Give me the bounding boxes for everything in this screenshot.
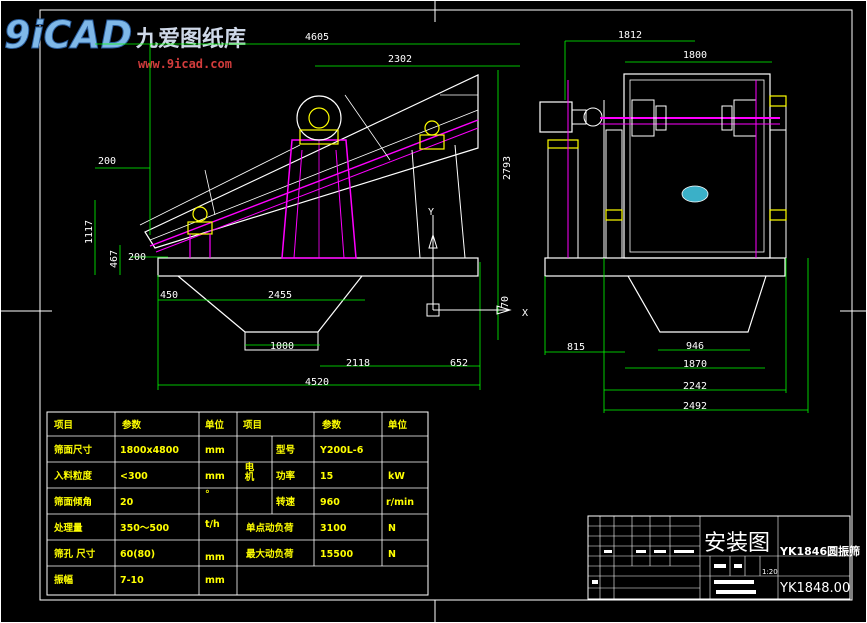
dim-1800: 1800 — [683, 50, 707, 61]
load-row-label: 单点动负荷 — [246, 522, 294, 534]
spec-row-value: <300 — [120, 471, 148, 482]
front-view — [539, 73, 787, 333]
side-motor-pedestal — [281, 139, 357, 259]
side-spring-supports — [187, 120, 445, 235]
motor-row-value: 960 — [320, 497, 340, 508]
motor-row-label: 转速 — [276, 496, 296, 508]
dim-200-left: 200 — [98, 156, 116, 167]
front-springs — [547, 95, 787, 221]
front-base-frame — [544, 257, 786, 277]
motor-row-unit: kW — [388, 471, 405, 482]
side-screen-deck — [149, 109, 479, 241]
side-base-frame — [157, 257, 479, 277]
side-deck-magenta — [149, 119, 479, 247]
side-view — [139, 74, 479, 351]
dim-467: 467 — [109, 250, 120, 268]
spec-row-unit: ° — [205, 489, 210, 500]
dim-1117: 1117 — [84, 220, 95, 244]
scale: 1:20 — [762, 568, 778, 576]
front-hopper — [627, 275, 767, 333]
dim-4605: 4605 — [305, 32, 329, 43]
spec-row-value: 350～500 — [120, 523, 170, 534]
title-block-fills — [592, 550, 756, 594]
spec-row-label: 筛面尺寸 — [54, 444, 93, 456]
load-row-label: 最大动负荷 — [246, 548, 294, 560]
spec-row-unit: mm — [205, 445, 225, 456]
logo: 9iCAD 九爱图纸库 www.9icad.com — [4, 13, 247, 72]
spec-row-unit: mm — [205, 552, 225, 563]
motor-row-value: 15 — [320, 471, 333, 482]
drawing-number: YK1848.00 — [779, 581, 850, 596]
spec-row-label: 筛孔 尺寸 — [54, 548, 96, 560]
load-row-unit: N — [388, 549, 396, 560]
dim-1812: 1812 — [618, 30, 642, 41]
title-block: 安装图 YK1846圆振筛 1:20 YK1848.00 — [587, 515, 860, 600]
spec-row-value: 7-10 — [120, 575, 144, 586]
spec-header-param: 参数 — [121, 419, 142, 431]
front-motor — [539, 101, 573, 133]
spec-header-item: 项目 — [54, 420, 73, 431]
dim-2302: 2302 — [388, 54, 412, 65]
axis-y-label: Y — [428, 207, 434, 218]
spec-header-item2: 项目 — [243, 420, 262, 431]
front-dim-lines — [544, 40, 809, 413]
spec-row-label: 入料粒度 — [53, 470, 93, 482]
logo-mark: 9iCAD — [4, 13, 132, 57]
load-row-unit: N — [388, 523, 396, 534]
dim-70: 70 — [500, 296, 511, 308]
dim-652: 652 — [450, 358, 468, 369]
spec-header-unit2: 单位 — [388, 419, 408, 431]
front-screen-box — [623, 73, 771, 259]
dim-2455: 2455 — [268, 290, 292, 301]
motor-row-label: 功率 — [276, 470, 296, 482]
logo-url: www.9icad.com — [138, 57, 232, 71]
load-row-value: 15500 — [320, 549, 353, 560]
dim-4520: 4520 — [305, 377, 329, 388]
dim-815: 815 — [567, 342, 585, 353]
dim-2492: 2492 — [683, 401, 707, 412]
dim-1870: 1870 — [683, 359, 707, 370]
motor-label: 电机 — [243, 461, 255, 482]
dim-2242: 2242 — [683, 381, 707, 392]
axis-x-label: X — [522, 308, 528, 319]
dim-450: 450 — [160, 290, 178, 301]
front-center-mark — [681, 185, 709, 203]
side-hopper-outlet — [244, 331, 319, 351]
spec-row-value: 60(80) — [120, 549, 155, 560]
product-name: YK1846圆振筛 — [779, 544, 860, 558]
side-exciter-wheel — [296, 95, 342, 141]
spec-row-label: 处理量 — [53, 522, 83, 534]
side-hopper — [177, 275, 363, 333]
motor-row-value: Y200L-6 — [319, 445, 364, 456]
spec-row-value: 20 — [120, 497, 134, 508]
spec-row-unit: t/h — [205, 519, 220, 530]
ucs-axes: Y X — [426, 207, 528, 319]
spec-row-label: 筛面倾角 — [54, 496, 92, 508]
spec-row-unit: mm — [205, 575, 225, 586]
dim-1000: 1000 — [270, 341, 294, 352]
spec-row-label: 振幅 — [54, 574, 74, 586]
spec-row-unit: mm — [205, 471, 225, 482]
inner-frame — [39, 9, 853, 601]
spec-row-value: 1800x4800 — [120, 445, 179, 456]
load-row-value: 3100 — [320, 523, 347, 534]
dim-946: 946 — [686, 341, 704, 352]
drawing-title: 安装图 — [704, 531, 770, 556]
motor-row-label: 型号 — [276, 444, 296, 456]
dim-2793: 2793 — [502, 156, 513, 180]
logo-name: 九爱图纸库 — [135, 26, 246, 52]
side-dim-lines — [94, 43, 520, 390]
dim-2118: 2118 — [346, 358, 370, 369]
motor-row-unit: r/min — [386, 497, 414, 508]
spec-table: 项目 参数 单位 项目 参数 单位 筛面尺寸 1800x4800 mm 入料粒度… — [46, 411, 429, 596]
dim-200-base: 200 — [128, 252, 146, 263]
spec-header-unit: 单位 — [205, 419, 225, 431]
spec-header-param2: 参数 — [321, 419, 342, 431]
